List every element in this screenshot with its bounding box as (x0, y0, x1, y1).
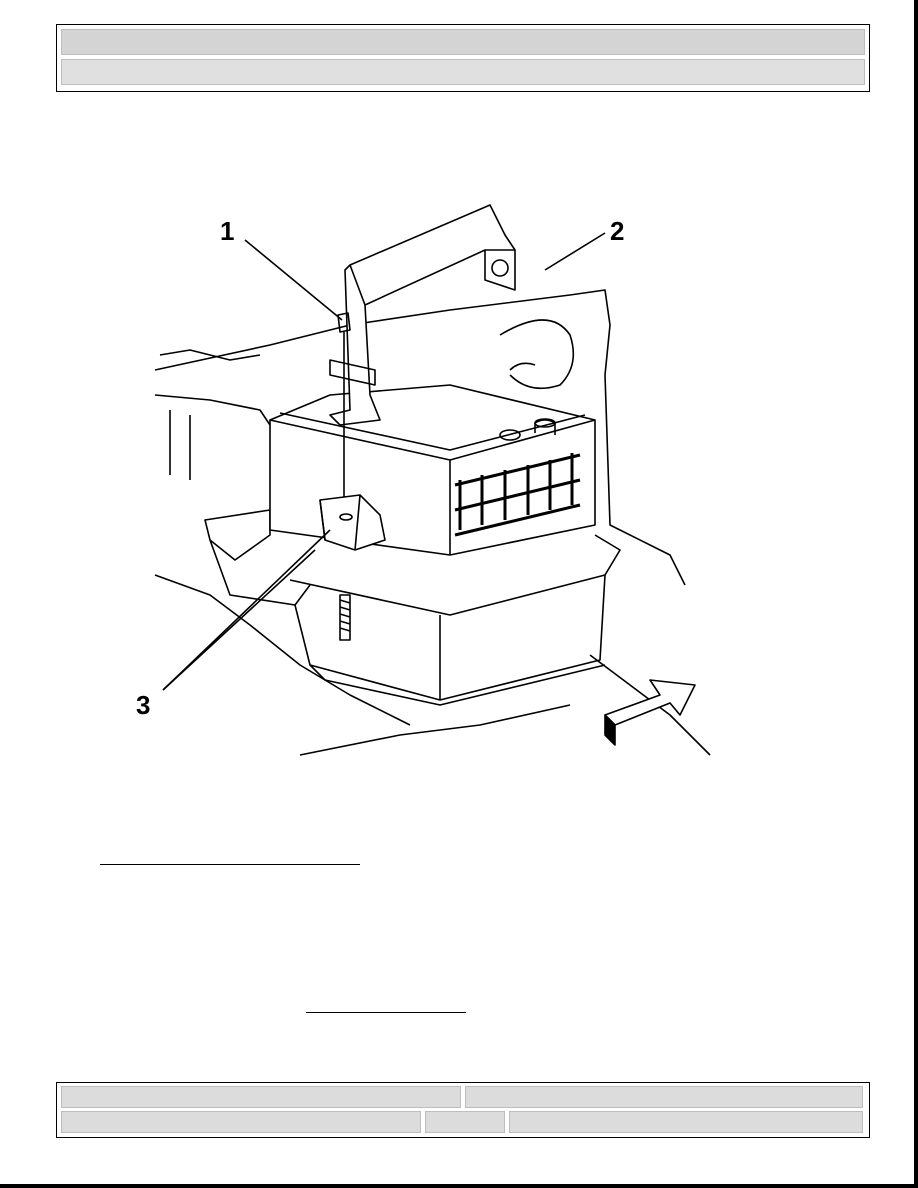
battery-hold-down-illustration: 1 2 3 (136, 195, 750, 780)
battery-terminal-neg (499, 429, 521, 441)
structure-right-edge (604, 374, 686, 586)
leader-line-3b (162, 549, 316, 691)
footer-cell-4 (425, 1111, 505, 1133)
footer-cell-5 (509, 1111, 863, 1133)
structure-left-post (169, 410, 191, 480)
hyperlink-1[interactable] (100, 864, 360, 865)
hold-down-bracket-fold (349, 264, 366, 306)
leader-line-1 (244, 239, 343, 321)
footer-cell-1 (61, 1086, 461, 1108)
battery-terminal-pos-top (534, 418, 556, 428)
front-arrow (604, 679, 696, 726)
tray-left-side (209, 539, 311, 606)
footer-cell-2 (465, 1086, 863, 1108)
hold-down-bracket-hole (491, 259, 509, 277)
structure-loop (499, 319, 575, 390)
structure-hole (509, 362, 536, 371)
leader-lines-svg (162, 232, 606, 691)
tray-bottom (309, 664, 606, 706)
tray-left-lip (204, 509, 271, 561)
retainer-hole (339, 513, 353, 521)
callout-1: 1 (220, 216, 235, 246)
structure-bottom-line (299, 704, 571, 756)
front-arrow-shadow (604, 714, 616, 746)
leader-line-2 (544, 232, 606, 271)
stud (339, 594, 351, 641)
bolt-head (337, 312, 351, 333)
header-subtitle-row (61, 59, 865, 85)
callout-2: 2 (610, 216, 625, 246)
callout-3: 3 (136, 690, 151, 720)
structure-lower-left (154, 574, 411, 726)
header-title-row (61, 29, 865, 55)
stud-threads (339, 599, 351, 632)
battery-diagram-svg (154, 204, 711, 756)
battery-front-grid (454, 453, 581, 537)
structure-left-rail (154, 394, 271, 426)
hold-down-bracket-slot (329, 359, 376, 386)
structure-upper-line (154, 289, 611, 376)
retainer-edges (319, 494, 361, 551)
footer-cell-3 (61, 1111, 421, 1133)
hyperlink-2[interactable] (306, 1012, 466, 1013)
document-footer (56, 1082, 870, 1138)
structure-left-bracket (159, 349, 261, 361)
document-header (56, 24, 870, 92)
